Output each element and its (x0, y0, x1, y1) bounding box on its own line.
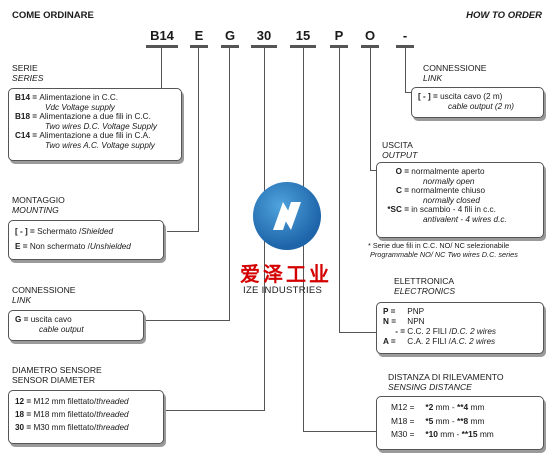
diametro-item: 30 = M30 mm filettato/threaded (15, 423, 129, 432)
code-cell-serie: B14 (146, 28, 178, 48)
elettronica-item: P = PNP (383, 307, 425, 316)
connector-montaggio-v (198, 48, 199, 231)
connessione-left-item: G = uscita cavo (15, 315, 72, 324)
connector-uscita-h (370, 170, 378, 171)
connessione-left-sub: cable output (39, 324, 84, 334)
serie-item-sub: Two wires A.C. Voltage supply (45, 140, 155, 150)
connessione-left-box: G = uscita cavo cable output (8, 310, 144, 341)
connessione-left-title: CONNESSIONE LINK (12, 285, 76, 305)
elettronica-title: ELETTRONICA ELECTRONICS (394, 276, 456, 296)
code-cell-connessione: G (221, 28, 239, 48)
serie-item: B14 = Alimentazione in C.C. (15, 93, 119, 102)
connector-link-left-v (229, 48, 230, 320)
uscita-item-sub: normally closed (423, 195, 480, 205)
serie-box: B14 = Alimentazione in C.C. Vdc Voltage … (8, 88, 182, 161)
logo-english-text: IZE INDUSTRIES (243, 285, 323, 296)
elettronica-item: N = NPN (383, 317, 425, 326)
diametro-box: 12 = M12 mm filettato/threaded 18 = M18 … (8, 390, 164, 444)
code-cell-montaggio: E (190, 28, 208, 48)
elettronica-box: P = PNP N = NPN - = C.C. 2 FILI / D.C. 2… (376, 302, 544, 354)
connector-serie-v (161, 48, 162, 104)
connessione-right-title: CONNESSIONE LINK (423, 63, 487, 83)
uscita-item: C = normalmente chiuso (396, 186, 486, 196)
ize-logo-icon (253, 182, 321, 250)
elettronica-item: - = C.C. 2 FILI / D.C. 2 wires (395, 327, 497, 336)
connessione-right-box: [ - ] = uscita cavo (2 m) cable output (… (411, 87, 544, 118)
serie-item: C14 = Alimentazione a due fili in C.A. (15, 131, 151, 141)
distanza-box: M12 = *2 mm - **4 mm M18 = *5 mm - **8 m… (376, 396, 544, 450)
diametro-title: DIAMETRO SENSORE SENSOR DIAMETER (12, 365, 102, 385)
montaggio-item: E = Non schermato / Unshielded (15, 241, 131, 251)
elettronica-item: A = C.A. 2 FILI / A.C. 2 wires (383, 337, 496, 346)
montaggio-box: [ - ] = Schermato / Shielded E = Non sch… (8, 220, 164, 260)
montaggio-item: [ - ] = Schermato / Shielded (15, 227, 114, 236)
connessione-right-sub: cable output (2 m) (448, 101, 514, 111)
uscita-item-sub: antivalent - 4 wires d.c. (423, 214, 507, 224)
uscita-item-sub: normally open (423, 176, 475, 186)
serie-item-sub: Two wires D.C. Voltage Supply (45, 121, 157, 131)
uscita-item: *SC = in scambio - 4 fili in c.c. (387, 205, 496, 215)
diametro-item: 18 = M18 mm filettato/threaded (15, 410, 129, 419)
connector-link-right-h (405, 92, 413, 93)
serie-title: SERIE SERIES (12, 63, 44, 83)
connector-elettronica-h (339, 332, 377, 333)
connector-link-right-v (405, 48, 406, 92)
connector-distanza-h (303, 431, 387, 432)
code-cell-uscita: O (361, 28, 379, 48)
montaggio-title: MONTAGGIO MOUNTING (12, 195, 65, 215)
connector-diametro-h (166, 410, 265, 411)
distanza-row: M12 = *2 mm - **4 mm (391, 402, 485, 412)
connector-elettronica-v (339, 48, 340, 332)
code-cell-link: - (396, 28, 414, 48)
uscita-note: * Serie due fili in C.C. NO/ NC selezion… (368, 241, 518, 259)
code-cell-diametro: 30 (251, 28, 277, 48)
connessione-right-item: [ - ] = uscita cavo (2 m) (418, 92, 503, 101)
uscita-title: USCITA OUTPUT (382, 140, 418, 160)
connector-montaggio-h (167, 231, 199, 232)
title-en: HOW TO ORDER (466, 10, 542, 21)
serie-item-sub: Vdc Voltage supply (45, 102, 115, 112)
distanza-row: M18 = *5 mm - **8 mm (391, 415, 485, 426)
code-cell-elettronica: P (330, 28, 348, 48)
diametro-item: 12 = M12 mm filettato/threaded (15, 397, 129, 406)
code-cell-distanza: 15 (290, 28, 316, 48)
connector-uscita-v (370, 48, 371, 170)
uscita-item: O = normalmente aperto (395, 167, 485, 176)
distanza-title: DISTANZA DI RILEVAMENTO SENSING DISTANCE (388, 372, 504, 392)
uscita-box: O = normalmente aperto normally open C =… (376, 162, 544, 238)
serie-item: B18 = Alimentazione a due fili in C.C. (15, 112, 151, 122)
connector-link-left-h (146, 320, 230, 321)
distanza-row: M30 = *10 mm - **15 mm (391, 429, 494, 439)
logo-chinese-text: 爱泽工业 (240, 262, 332, 286)
title-it: COME ORDINARE (12, 10, 94, 21)
